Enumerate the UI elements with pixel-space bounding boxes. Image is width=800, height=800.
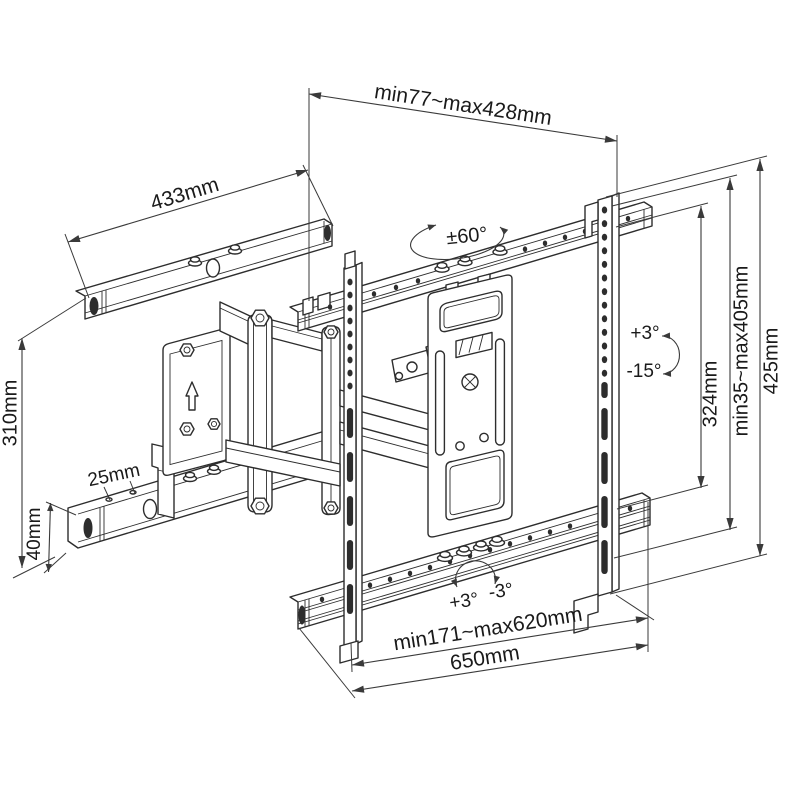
bracket-holes — [601, 206, 608, 377]
rail-bolts — [436, 535, 506, 563]
dim-label-swivel-angle: ±60° — [445, 223, 488, 249]
rail-hole — [205, 258, 221, 278]
wall-rail-top — [75, 218, 333, 320]
wall-plate — [162, 327, 231, 477]
up-arrow-icon — [185, 381, 199, 411]
dim-label-level-plus: +3° — [448, 589, 480, 614]
dim-label-tilt-down: -15° — [626, 361, 661, 382]
bracket-slots — [346, 408, 354, 614]
dim-label-top-rail-length: 433mm — [148, 173, 222, 215]
bottom-cutout — [445, 449, 505, 521]
tilt-arc — [661, 332, 681, 377]
dim-label-rail-height: 40mm — [24, 508, 45, 561]
level-arc — [450, 560, 500, 588]
bracket-slots — [601, 382, 608, 574]
bracket-holes — [347, 278, 353, 390]
dim-label-tilt-up: +3° — [630, 323, 659, 344]
articulating-arm — [151, 301, 453, 519]
dim-label-wall-rail-spacing: 310mm — [0, 380, 21, 447]
dim-label-hole-spacing: 25mm — [86, 460, 142, 492]
dimension-annotations: min77~max428mm 433mm ±60° 310mm 25mm 40m… — [0, 80, 782, 699]
arm-bottom-link — [225, 439, 341, 487]
dim-label-bracket-hole-span: 324mm — [699, 361, 721, 428]
adapter-plate — [427, 273, 513, 538]
dim-label-extension-depth: min77~max428mm — [373, 80, 554, 130]
left-vertical-bracket — [339, 250, 363, 664]
dim-label-level-minus: -3° — [487, 579, 514, 603]
right-vertical-bracket — [573, 192, 620, 634]
swivel-arc — [410, 224, 509, 261]
top-handle-cutout — [439, 290, 503, 333]
tv-rail-top — [289, 201, 653, 332]
dim-label-vesa-height-range: min35~max405mm — [730, 266, 752, 437]
arm-post-front — [247, 314, 273, 513]
dim-label-bracket-height: 425mm — [760, 328, 782, 395]
